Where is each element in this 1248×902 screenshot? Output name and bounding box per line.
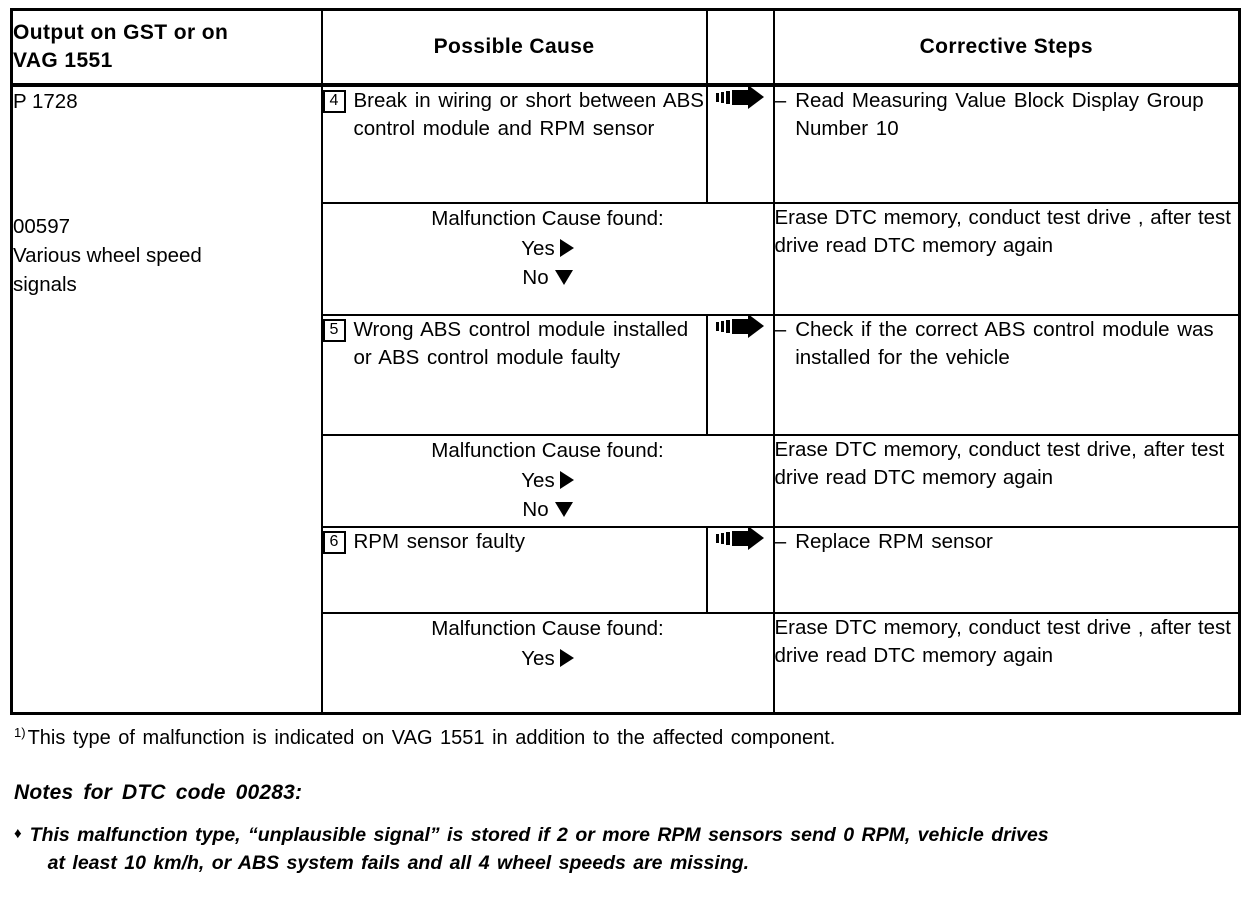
table-header-row: Output on GST or on VAG 1551 Possible Ca… — [10, 8, 1241, 87]
header-arrow-column — [705, 8, 775, 87]
header-output-line2: VAG 1551 — [13, 49, 113, 72]
cause-text-5: Wrong ABS control module installed or AB… — [353, 318, 689, 370]
malfunction-no-label-1: No — [522, 266, 549, 290]
header-output-line1: Output on GST or on — [13, 21, 229, 45]
cause-cell-5: 5 Wrong ABS control module installed or … — [320, 314, 708, 436]
step-number-box-6: 6 — [322, 531, 346, 554]
pointing-hand-arrow-icon — [716, 526, 764, 550]
triangle-down-icon — [554, 270, 573, 286]
dtc-troubleshooting-table: Output on GST or on VAG 1551 Possible Ca… — [10, 8, 1241, 715]
malfunction-prompt-cell-3: Malfunction Cause found: Yes — [320, 612, 775, 714]
triangle-right-icon — [559, 238, 574, 257]
bullet-diamond-icon: ♦ — [14, 824, 22, 842]
header-possible-cause-column: Possible Cause — [320, 8, 708, 87]
notes-bullet-line1: This malfunction type, “unplausible sign… — [29, 823, 1049, 846]
p-code-value: P 1728 — [13, 90, 78, 113]
dtc-description-line1: Various wheel speed — [13, 244, 202, 268]
malfunction-yes-label-3: Yes — [521, 646, 555, 670]
step-number-box-5: 5 — [322, 319, 346, 342]
header-corrective-steps-column: Corrective Steps — [772, 8, 1241, 87]
table-row-cause-5: 5 Wrong ABS control module installed or … — [12, 314, 1241, 436]
malfunction-prompt-3: Malfunction Cause found: — [431, 617, 664, 640]
corrective-dash-6: – — [774, 530, 787, 553]
corrective-cell-6: – Replace RPM sensor — [772, 526, 1241, 614]
step-number-box-4: 4 — [322, 90, 346, 113]
corrective-text-6: Replace RPM sensor — [795, 530, 993, 553]
corrective-cell-malfunction-3: Erase DTC memory, conduct test drive , a… — [772, 612, 1241, 714]
table-row-malfunction-3: Malfunction Cause found: Yes Erase DTC m… — [12, 612, 1241, 714]
notes-bullet-line2: at least 10 km/h, or ABS system fails an… — [47, 851, 750, 874]
malfunction-prompt-cell-1: Malfunction Cause found: Yes No — [320, 202, 775, 316]
notes-bullet-item: ♦ This malfunction type, “unplausible si… — [14, 821, 1238, 878]
header-output-column: Output on GST or on VAG 1551 — [10, 8, 323, 87]
notes-title: Notes for DTC code 00283: — [14, 780, 303, 804]
malfunction-prompt-cell-2: Malfunction Cause found: Yes No — [320, 434, 775, 528]
malfunction-no-row-2: No — [323, 495, 773, 525]
table-row-cause-4: P 1728 00597 Various wheel speed signals… — [10, 84, 1241, 714]
corrective-cell-malfunction-1: Erase DTC memory, conduct test drive , a… — [772, 202, 1241, 316]
dtc-description-line2: signals — [13, 273, 77, 297]
footnote-marker: 1) — [14, 724, 26, 740]
cause-cell-6: 6 RPM sensor faulty — [320, 526, 708, 614]
dtc-number-value: 00597 — [13, 215, 71, 239]
malfunction-yes-label-2: Yes — [521, 468, 555, 492]
arrow-cell-6 — [705, 526, 775, 614]
cause-text-4: Break in wiring or short between ABS con… — [353, 89, 704, 141]
dtc-code-cell: P 1728 00597 Various wheel speed signals — [10, 84, 323, 714]
corrective-cell-5: – Check if the correct ABS control modul… — [772, 314, 1241, 436]
arrow-cell-4 — [705, 84, 775, 204]
corrective-dash-4: – — [774, 89, 787, 112]
malfunction-yes-row-3: Yes — [323, 644, 773, 674]
pointing-hand-arrow-icon — [716, 85, 764, 109]
corrective-text-5: Check if the correct ABS control module … — [795, 318, 1214, 370]
cause-text-6: RPM sensor faulty — [353, 530, 525, 553]
table-row-cause-6: 6 RPM sensor faulty – Replace RPM sensor — [12, 526, 1241, 614]
triangle-right-icon — [559, 470, 574, 489]
malfunction-yes-row-2: Yes — [323, 466, 773, 496]
pointing-hand-arrow-icon — [716, 314, 764, 338]
malfunction-prompt-2: Malfunction Cause found: — [431, 439, 664, 462]
footnote-text: This type of malfunction is indicated on… — [27, 726, 836, 749]
malfunction-prompt-1: Malfunction Cause found: — [431, 207, 664, 230]
corrective-cell-malfunction-2: Erase DTC memory, conduct test drive, af… — [772, 434, 1241, 528]
arrow-cell-5 — [705, 314, 775, 436]
malfunction-no-row-1: No — [323, 263, 773, 293]
table-row-malfunction-1: Malfunction Cause found: Yes No Erase DT… — [12, 202, 1241, 316]
corrective-cell-4: – Read Measuring Value Block Display Gro… — [772, 84, 1241, 204]
table-row-malfunction-2: Malfunction Cause found: Yes No Erase DT… — [12, 434, 1241, 528]
triangle-right-icon — [559, 648, 574, 667]
malfunction-no-label-2: No — [522, 498, 549, 522]
triangle-down-icon — [554, 502, 573, 518]
notes-bullet-text: This malfunction type, “unplausible sign… — [30, 821, 1238, 878]
malfunction-yes-row-1: Yes — [323, 234, 773, 264]
footnote: 1)This type of malfunction is indicated … — [14, 725, 1238, 751]
corrective-text-4: Read Measuring Value Block Display Group… — [795, 89, 1204, 141]
corrective-dash-5: – — [774, 318, 787, 341]
malfunction-yes-label-1: Yes — [521, 236, 555, 260]
cause-cell-4: 4 Break in wiring or short between ABS c… — [320, 84, 708, 204]
